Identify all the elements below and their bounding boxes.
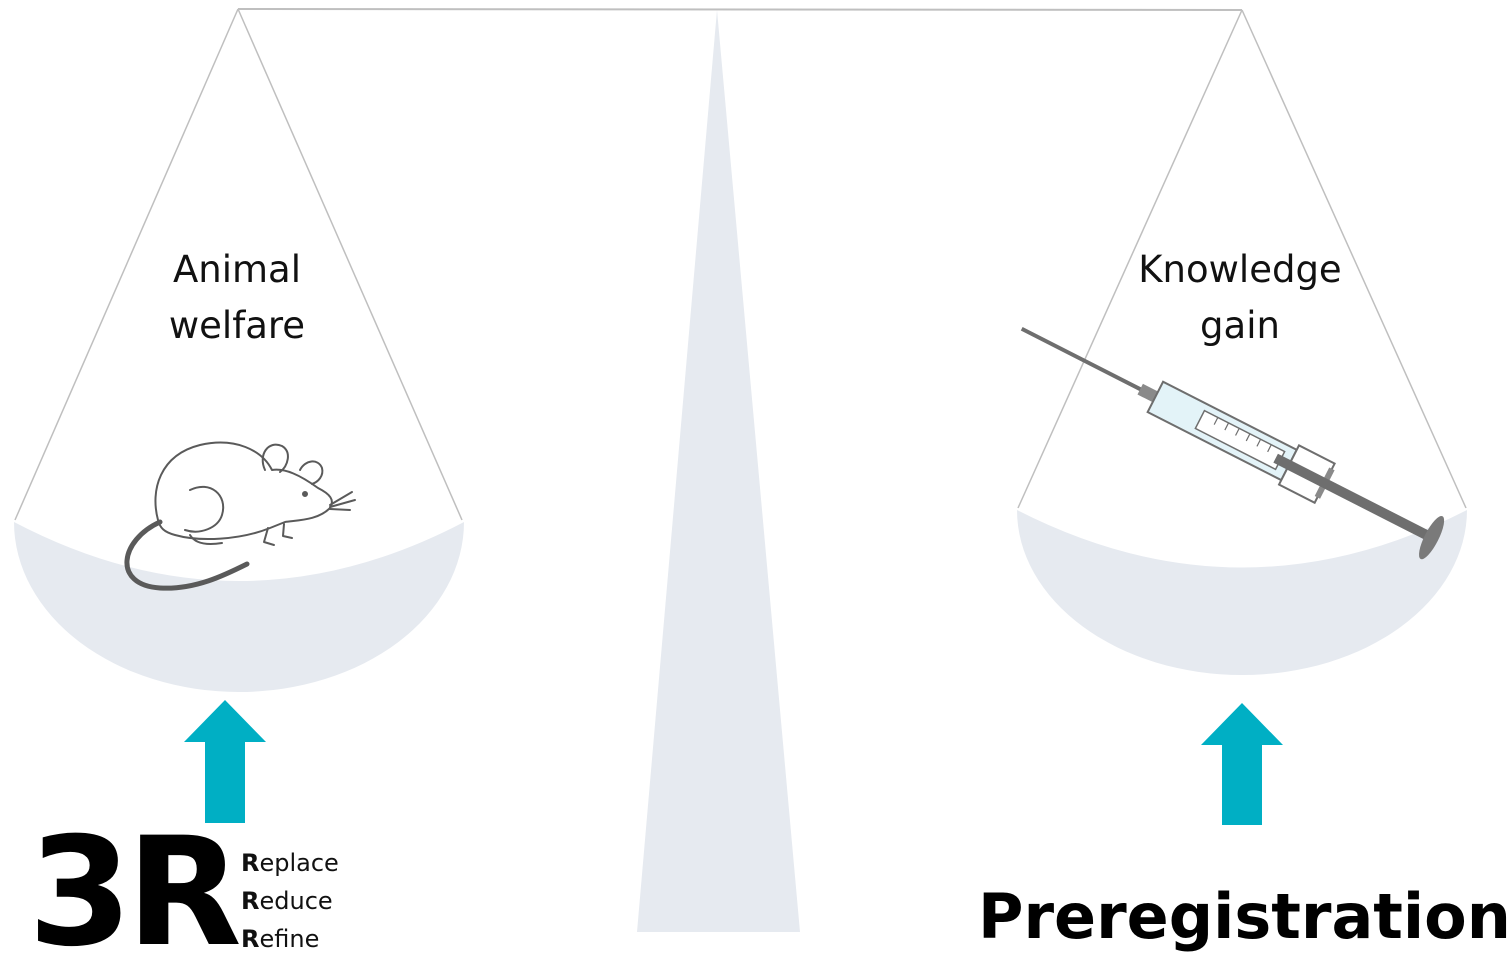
left-pan-string-right	[237, 8, 463, 521]
left-up-arrow	[184, 700, 266, 823]
left-pan	[14, 522, 464, 692]
right-pan-label: Knowledge gain	[1120, 242, 1360, 354]
three-r-title: 3R	[28, 806, 242, 980]
r-item-reduce: Reduce	[241, 887, 333, 915]
right-pan-label-line2: gain	[1200, 304, 1280, 347]
scale-stand	[637, 10, 800, 932]
three-r-list: Replace Reduce Refine	[241, 844, 339, 958]
right-pan-string-left	[1017, 9, 1243, 509]
left-pan-label-line2: welfare	[168, 304, 306, 347]
left-pan-string-left	[14, 8, 239, 521]
syringe-icon	[1020, 326, 1445, 560]
right-pan-string-right	[1241, 9, 1467, 509]
left-pan-label: Animal welfare	[137, 242, 337, 354]
left-pan-label-line1: Animal	[172, 248, 302, 291]
right-up-arrow	[1201, 703, 1283, 825]
right-pan-label-line1: Knowledge	[1138, 248, 1342, 291]
scale-beam	[237, 8, 1243, 11]
r-item-refine: Refine	[241, 925, 320, 953]
right-pan	[1017, 510, 1467, 675]
r-item-replace: Replace	[241, 849, 339, 877]
preregistration-label: Preregistration	[978, 880, 1509, 953]
mouse-icon	[124, 441, 356, 591]
